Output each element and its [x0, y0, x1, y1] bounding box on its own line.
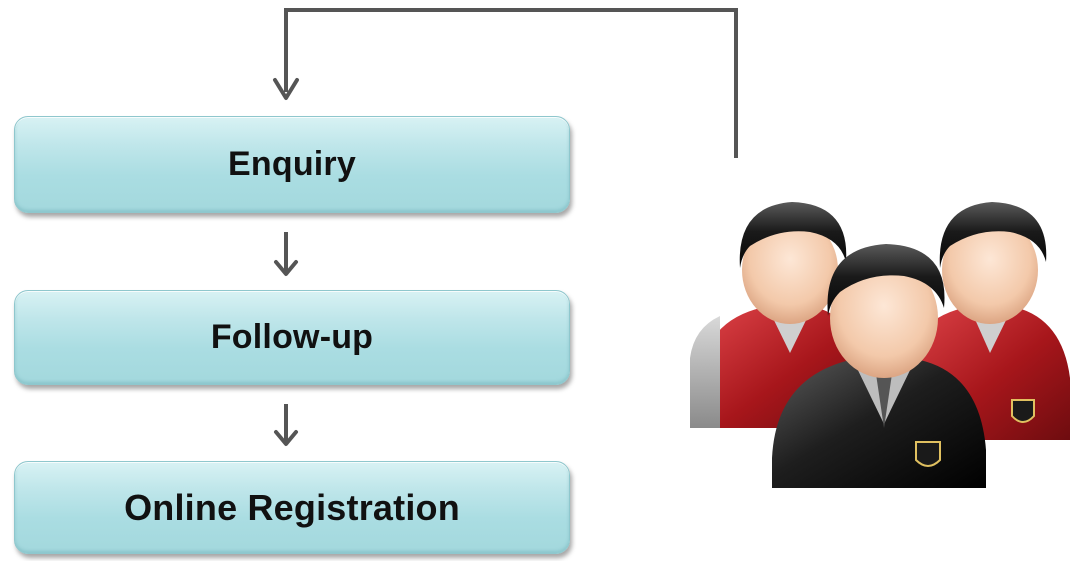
arrow-enquiry-to-followup-head	[274, 260, 298, 276]
feedback-loop-arrowhead	[273, 78, 299, 100]
badge-icon	[915, 441, 941, 467]
arrow-followup-to-registration-head	[274, 430, 298, 446]
step-label-registration: Online Registration	[124, 486, 460, 528]
badge-icon	[1011, 399, 1035, 423]
step-box-registration: Online Registration	[14, 461, 570, 554]
person-front-center	[772, 244, 986, 488]
step-label-enquiry: Enquiry	[228, 145, 356, 183]
group-of-people-icon	[690, 202, 1070, 488]
step-box-followup: Follow-up	[14, 290, 570, 385]
step-label-followup: Follow-up	[210, 318, 374, 356]
step-box-enquiry: Enquiry	[14, 116, 570, 213]
person-back-left	[690, 202, 868, 428]
